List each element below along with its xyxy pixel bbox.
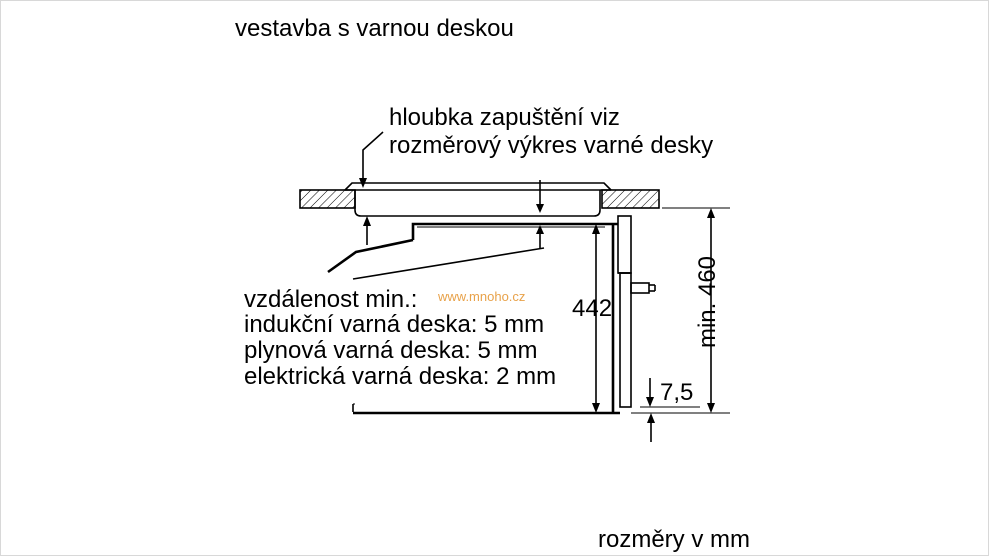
dimension-442 [592,224,600,413]
dimension-7-5 [640,378,700,442]
recess-depth-note-line1: hloubka zapuštění viz [389,104,620,131]
diagram-title: vestavba s varnou deskou [235,15,514,42]
countertop-right [601,189,660,209]
watermark: www.mnoho.cz [438,289,526,304]
cooktop [344,182,612,217]
min-distance-gas: plynová varná deska: 5 mm [244,337,538,364]
dimension-min-460-label: min. 460 [694,255,721,349]
min-distance-electric: elektrická varná deska: 2 mm [244,363,557,390]
min-distance-induction: indukční varná deska: 5 mm [244,311,545,338]
min-distance-heading: vzdálenost min.: [244,286,418,313]
dimension-7-5-label: 7,5 [660,379,694,406]
recess-depth-note-line2: rozměrový výkres varné desky [389,132,714,159]
note-leader [359,131,384,188]
dimension-442-label: 442 [572,295,613,322]
countertop-left [299,189,356,209]
units-note: rozměry v mm [598,526,750,553]
clearance-arrows [363,180,544,248]
dimension-min-460 [631,207,730,414]
oven-body [327,215,656,415]
